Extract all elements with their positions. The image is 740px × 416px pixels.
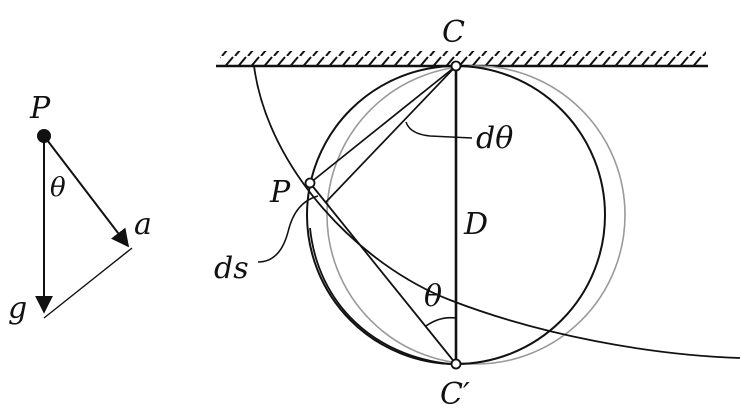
cycloid-curve (253, 65, 740, 359)
label-C: C (442, 15, 465, 50)
label-theta-small: θ (50, 173, 66, 203)
point-C-prime (450, 358, 462, 370)
theta-angle-arc (425, 316, 457, 327)
point-P (304, 177, 316, 189)
label-D: D (463, 207, 488, 242)
ceiling-hatching (220, 51, 706, 65)
label-ds: ds (214, 251, 249, 286)
label-P-large: P (269, 175, 291, 210)
particle-dot (37, 129, 51, 143)
lower-arc (309, 227, 451, 365)
label-P-small: P (29, 91, 51, 126)
d-theta-leader (405, 121, 473, 139)
gray-circle (326, 65, 626, 365)
label-g: g (8, 291, 27, 326)
ceiling (216, 51, 708, 68)
force-diagram: P θ a g (8, 91, 152, 326)
label-C-prime: C′ (440, 377, 470, 412)
label-a: a (134, 207, 152, 242)
ds-leader (257, 195, 319, 263)
label-d-theta: dθ (476, 121, 513, 156)
label-theta-large: θ (424, 279, 442, 314)
acceleration-vector (43, 135, 130, 248)
chord-P-C-upper (309, 65, 457, 184)
chord-P2-C (325, 65, 457, 203)
point-C (450, 60, 462, 72)
chord-P-C-prime (309, 182, 457, 365)
normal-component-line (43, 247, 133, 319)
